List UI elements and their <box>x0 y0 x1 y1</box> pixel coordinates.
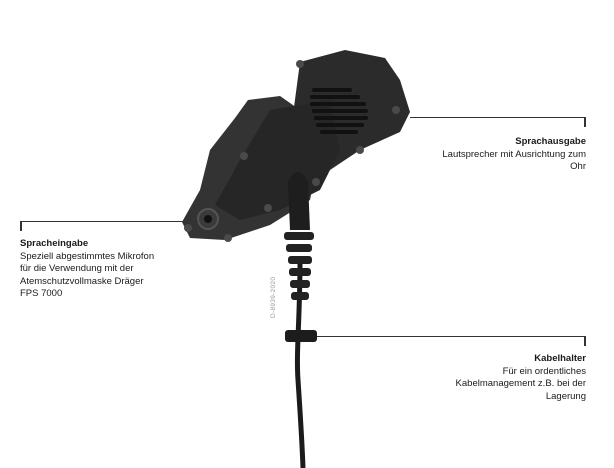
callout-kabelhalter: Kabelhalter Für ein ordentliches Kabelma… <box>440 353 586 403</box>
cable <box>294 259 306 468</box>
callout-tick-spracheingabe <box>20 221 22 231</box>
cable-clip <box>285 330 317 342</box>
callout-tick-kabelhalter <box>584 336 586 346</box>
document-id: D-8939-2020 <box>270 276 277 318</box>
callout-sprachausgabe: Sprachausgabe Lautsprecher mit Ausrichtu… <box>430 136 586 174</box>
speaker-grille <box>310 88 368 134</box>
callout-text: Lautsprecher mit Ausrichtung zum Ohr <box>442 148 586 173</box>
main-body <box>215 100 340 220</box>
screws <box>184 60 400 242</box>
callout-line-spracheingabe <box>20 221 198 222</box>
callout-title: Kabelhalter <box>534 353 586 364</box>
callout-text: Für ein ordentliches Kabelmanagement z.B… <box>455 365 586 402</box>
callout-title: Spracheingabe <box>20 238 89 249</box>
callout-line-kabelhalter <box>317 336 586 337</box>
strain-relief-ribs <box>284 232 314 300</box>
callout-line-sprachausgabe <box>410 117 586 118</box>
callout-tick-sprachausgabe <box>584 117 586 127</box>
callout-spracheingabe: Spracheingabe Speziell abgestimmtes Mikr… <box>20 238 160 301</box>
callout-title: Sprachausgabe <box>515 136 586 147</box>
callout-text: Speziell abgestimmtes Mikrofon für die V… <box>20 250 155 300</box>
strain-relief <box>288 172 310 230</box>
